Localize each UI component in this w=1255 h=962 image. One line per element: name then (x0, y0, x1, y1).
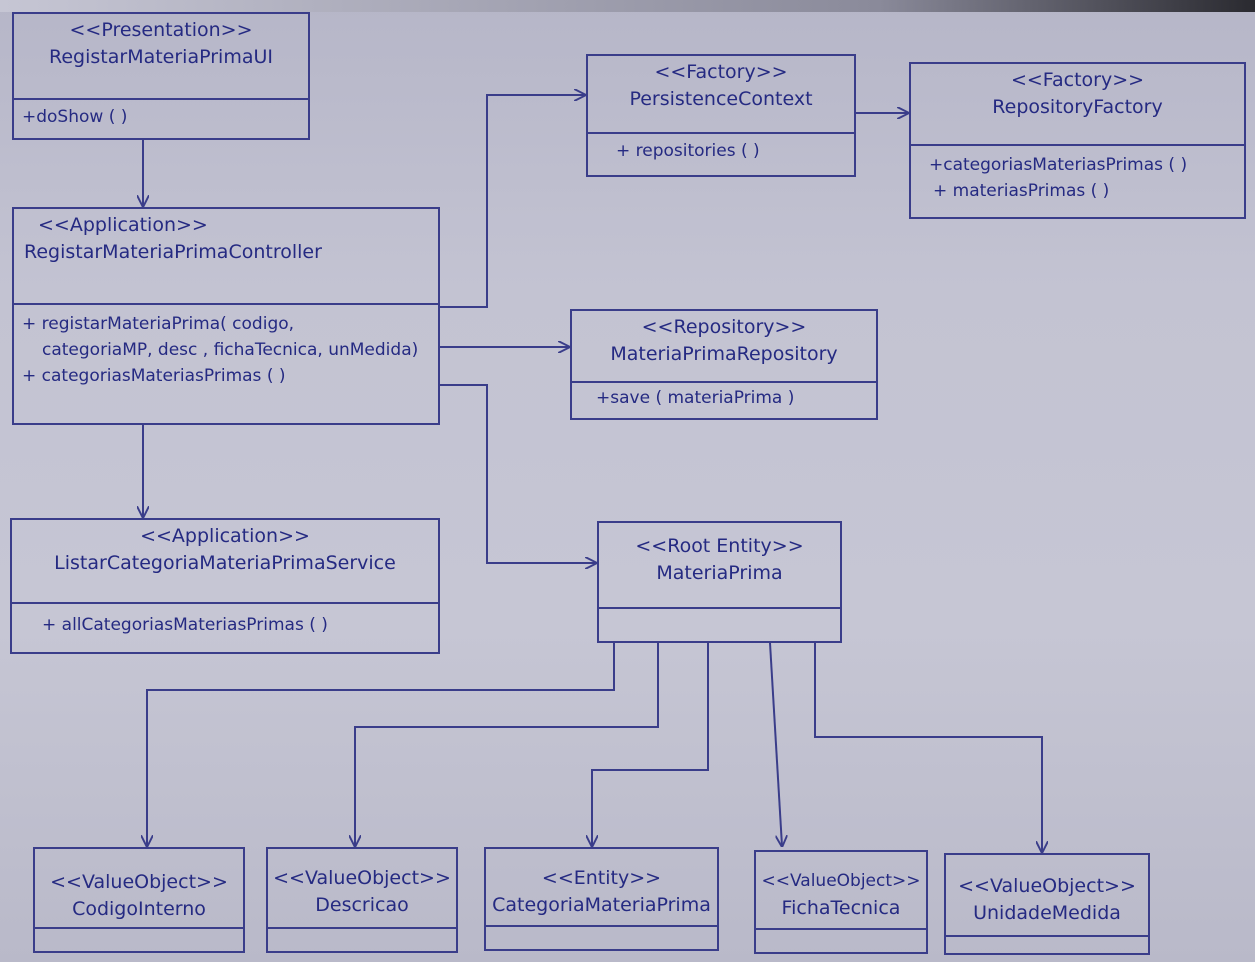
class-name: MateriaPrima (656, 562, 783, 584)
class-name: CategoriaMateriaPrima (492, 894, 711, 916)
class-registar-materia-prima-ui: <<Presentation>> RegistarMateriaPrimaUI … (12, 12, 310, 140)
class-name: PersistenceContext (629, 88, 813, 110)
stereotype-label: <<Presentation>> (69, 19, 253, 41)
stereotype-label: <<Entity>> (541, 867, 662, 889)
class-name: RegistarMateriaPrimaController (24, 241, 322, 263)
class-name: Descricao (315, 894, 409, 916)
class-unidade-medida: <<ValueObject>> UnidadeMedida (944, 853, 1150, 955)
photo-edge-shadow (0, 0, 1255, 12)
class-codigo-interno: <<ValueObject>> CodigoInterno (33, 847, 245, 953)
arrow-materiaprima-to-codigointerno (147, 643, 615, 846)
stereotype-label: <<Factory>> (1010, 69, 1145, 91)
operation: +save ( materiaPrima ) (596, 388, 795, 408)
stereotype-label: <<Root Entity>> (635, 535, 804, 557)
operations-compartment: + allCategoriasMateriasPrimas ( ) (12, 604, 438, 642)
stereotype-label: <<Factory>> (654, 61, 788, 83)
class-header: <<Entity>> CategoriaMateriaPrima (486, 849, 717, 927)
arrow-materiaprima-to-fichatecnica (769, 642, 782, 846)
operation: + registarMateriaPrima( codigo, (22, 314, 295, 334)
class-name: UnidadeMedida (973, 902, 1121, 924)
class-header: <<ValueObject>> Descricao (268, 849, 456, 929)
class-header: <<ValueObject>> FichaTecnica (756, 852, 926, 930)
stereotype-label: <<Application>> (38, 214, 208, 236)
stereotype-label: <<ValueObject>> (761, 871, 921, 891)
arrow-controller-to-persistence (440, 95, 585, 308)
operation: + repositories ( ) (616, 141, 760, 161)
class-name: CodigoInterno (72, 898, 206, 920)
stereotype-label: <<Application>> (140, 525, 310, 547)
class-registar-materia-prima-controller: <<Application>> RegistarMateriaPrimaCont… (12, 207, 440, 425)
class-name: MateriaPrimaRepository (610, 343, 838, 365)
operations-compartment: +doShow ( ) (14, 100, 308, 134)
class-descricao: <<ValueObject>> Descricao (266, 847, 458, 953)
operation: + allCategoriasMateriasPrimas ( ) (42, 615, 328, 635)
operation: + materiasPrimas ( ) (933, 181, 1110, 201)
class-name: RegistarMateriaPrimaUI (49, 46, 273, 68)
class-persistence-context: <<Factory>> PersistenceContext + reposit… (586, 54, 856, 177)
class-header: <<Factory>> PersistenceContext (588, 56, 854, 134)
stereotype-label: <<Repository>> (641, 316, 807, 338)
arrow-materiaprima-to-descricao (355, 643, 659, 846)
operations-compartment: +categoriasMateriasPrimas ( ) + materias… (911, 146, 1244, 208)
class-header: <<Root Entity>> MateriaPrima (599, 523, 840, 609)
class-header: <<Application>> RegistarMateriaPrimaCont… (14, 209, 438, 305)
class-header: <<Factory>> RepositoryFactory (911, 64, 1244, 146)
operations-compartment (599, 609, 840, 617)
class-header: <<Application>> ListarCategoriaMateriaPr… (12, 520, 438, 604)
arrow-materiaprima-to-categoria (592, 643, 709, 846)
class-materia-prima: <<Root Entity>> MateriaPrima (597, 521, 842, 643)
operation: +doShow ( ) (22, 107, 128, 127)
class-repository-factory: <<Factory>> RepositoryFactory +categoria… (909, 62, 1246, 219)
class-name: ListarCategoriaMateriaPrimaService (54, 552, 396, 574)
operation: + categoriasMateriasPrimas ( ) (22, 366, 286, 386)
class-ficha-tecnica: <<ValueObject>> FichaTecnica (754, 850, 928, 954)
arrow-materiaprima-to-unidademedida (814, 643, 1042, 852)
operation-continuation: categoriaMP, desc , fichaTecnica, unMedi… (42, 340, 419, 360)
stereotype-label: <<ValueObject>> (958, 875, 1136, 897)
operations-compartment: +save ( materiaPrima ) (572, 383, 876, 415)
class-materia-prima-repository: <<Repository>> MateriaPrimaRepository +s… (570, 309, 878, 420)
class-header: <<ValueObject>> CodigoInterno (35, 849, 243, 929)
operation: +categoriasMateriasPrimas ( ) (929, 155, 1188, 175)
class-name: RepositoryFactory (992, 96, 1163, 118)
class-header: <<Presentation>> RegistarMateriaPrimaUI (14, 14, 308, 100)
class-header: <<Repository>> MateriaPrimaRepository (572, 311, 876, 383)
arrow-controller-to-materiaprima (440, 384, 596, 563)
stereotype-label: <<ValueObject>> (50, 871, 228, 893)
class-header: <<ValueObject>> UnidadeMedida (946, 855, 1148, 937)
class-name: FichaTecnica (781, 897, 901, 919)
class-listar-categoria-materia-prima-service: <<Application>> ListarCategoriaMateriaPr… (10, 518, 440, 654)
stereotype-label: <<ValueObject>> (273, 867, 451, 889)
operations-compartment: + registarMateriaPrima( codigo, categori… (14, 305, 438, 393)
operations-compartment: + repositories ( ) (588, 134, 854, 168)
class-categoria-materia-prima: <<Entity>> CategoriaMateriaPrima (484, 847, 719, 951)
